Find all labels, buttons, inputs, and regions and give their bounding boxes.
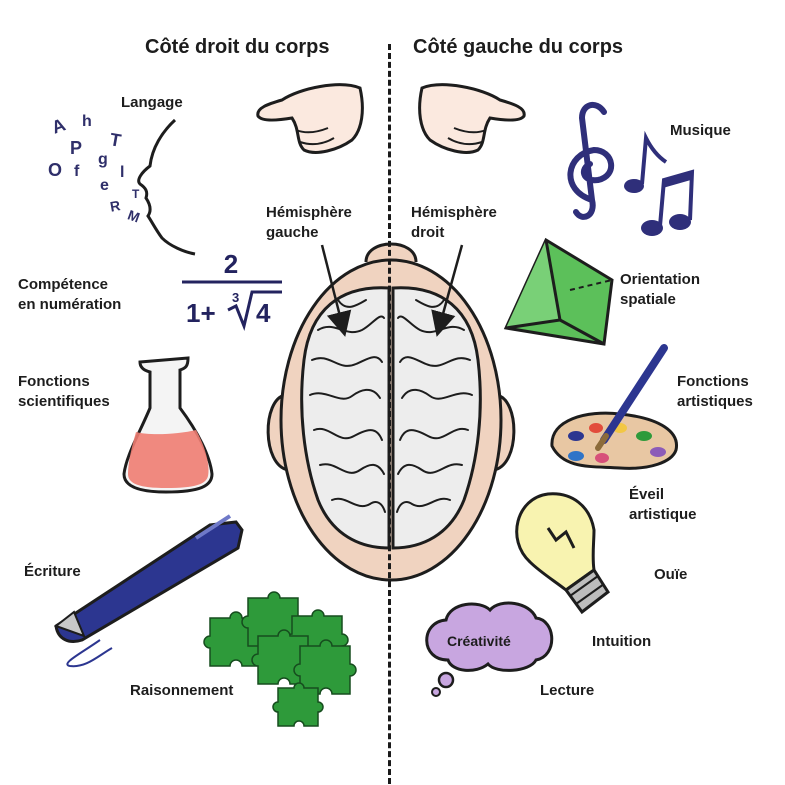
arrow-left-hemisphere bbox=[320, 244, 352, 337]
label-line: artistique bbox=[629, 506, 697, 523]
label-right-hemisphere: Hémisphère droit bbox=[411, 203, 497, 243]
nose bbox=[364, 242, 418, 263]
arrow-right-hemisphere bbox=[431, 244, 464, 337]
letter: P bbox=[70, 138, 83, 158]
brain-right-hemisphere bbox=[391, 286, 482, 550]
label-line: scientifiques bbox=[18, 393, 110, 410]
label-art: Fonctions artistiques bbox=[677, 372, 753, 412]
treble-clef-icon bbox=[567, 101, 615, 220]
label-reasoning: Raisonnement bbox=[130, 682, 234, 699]
thought-cloud-icon bbox=[425, 601, 554, 697]
label-line: en numération bbox=[18, 296, 122, 313]
music-notes-icon bbox=[567, 101, 695, 236]
formula-numerator: 2 bbox=[224, 249, 238, 279]
label-music: Musique bbox=[670, 122, 731, 139]
formula-radicand: 4 bbox=[256, 298, 271, 328]
label-numeracy: Compétence en numération bbox=[18, 275, 121, 315]
label-line: droit bbox=[411, 224, 445, 241]
label-intuition: Intuition bbox=[592, 633, 652, 650]
letter: g bbox=[98, 151, 108, 168]
center-dashed-divider bbox=[388, 44, 391, 784]
flask-icon bbox=[122, 356, 214, 494]
letter: O bbox=[48, 160, 63, 180]
math-formula: 2 1+ 3 4 bbox=[182, 249, 282, 331]
label-reading: Lecture bbox=[540, 682, 595, 699]
label-line: artistiques bbox=[677, 393, 753, 410]
formula-root-index: 3 bbox=[232, 290, 239, 305]
puzzle-pieces-icon bbox=[203, 591, 357, 727]
label-line: Orientation bbox=[620, 271, 701, 288]
label-line: Compétence bbox=[18, 276, 109, 293]
formula-radical-sign bbox=[227, 290, 282, 331]
light-bulb-icon bbox=[515, 492, 611, 615]
hand-pointing-left-icon bbox=[256, 83, 364, 154]
label-left-hemisphere: Hémisphère gauche bbox=[266, 203, 352, 243]
formula-denominator-prefix: 1+ bbox=[186, 298, 216, 328]
label-creativity: Créativité bbox=[447, 633, 511, 649]
letter: l bbox=[120, 164, 125, 181]
letter: f bbox=[74, 163, 80, 180]
label-artistic-awareness: Éveil artistique bbox=[629, 485, 697, 525]
palette-icon bbox=[550, 344, 678, 470]
letter: T bbox=[132, 187, 140, 201]
letter: h bbox=[82, 113, 92, 130]
label-line: Hémisphère bbox=[411, 204, 497, 221]
label-writing: Écriture bbox=[24, 563, 81, 580]
label-hearing: Ouïe bbox=[654, 566, 688, 583]
prism-icon bbox=[503, 237, 614, 346]
speaking-face-icon bbox=[137, 118, 196, 256]
header-left-body-side: Côté gauche du corps bbox=[413, 36, 624, 58]
label-line: Fonctions bbox=[677, 373, 749, 390]
label-language: Langage bbox=[121, 94, 183, 111]
pen-icon bbox=[53, 514, 244, 668]
label-line: Hémisphère bbox=[266, 204, 352, 221]
label-line: Éveil bbox=[629, 486, 665, 503]
head-top-view bbox=[266, 242, 516, 582]
hand-pointing-right-icon bbox=[418, 83, 526, 154]
label-line: gauche bbox=[266, 224, 319, 241]
letter: e bbox=[100, 177, 109, 194]
label-line: Fonctions bbox=[18, 373, 90, 390]
brain-left-hemisphere bbox=[300, 286, 391, 550]
label-science: Fonctions scientifiques bbox=[18, 372, 110, 412]
label-spatial: Orientation spatiale bbox=[620, 270, 700, 310]
label-line: spatiale bbox=[620, 291, 676, 308]
header-right-body-side: Côté droit du corps bbox=[145, 36, 330, 58]
